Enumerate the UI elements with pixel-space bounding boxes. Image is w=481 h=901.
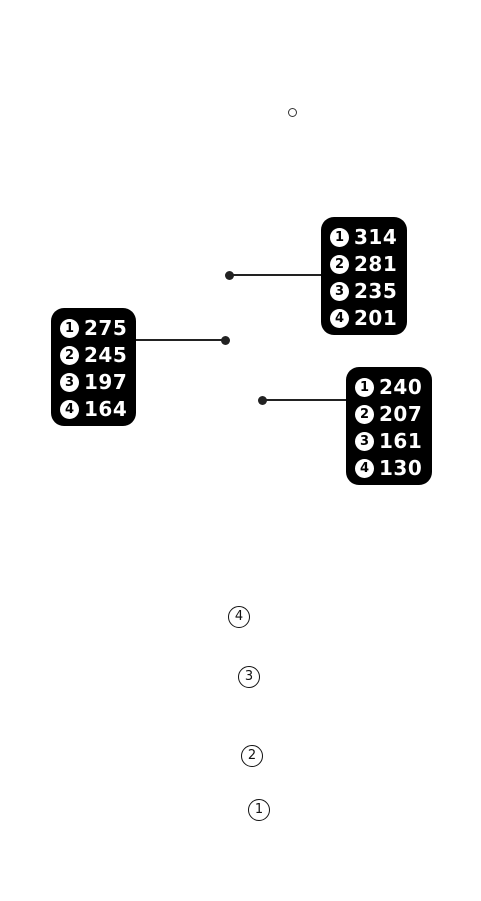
leader-line-lower-right [262, 399, 348, 401]
number-badge: 4 [60, 400, 79, 419]
number-badge: 1 [60, 319, 79, 338]
leader-line-left [133, 339, 226, 341]
count-value: 235 [354, 279, 398, 303]
count-value: 275 [84, 316, 128, 340]
origin-point-icon [288, 108, 297, 117]
callout-row: 3 197 [60, 369, 127, 396]
callout-row: 1 314 [330, 224, 398, 251]
number-badge: 2 [60, 346, 79, 365]
number-badge: 3 [330, 282, 349, 301]
level-marker-3-icon[interactable]: 3 [238, 666, 260, 688]
callout-upper-right[interactable]: 1 314 2 281 3 235 4 201 [321, 217, 407, 335]
count-value: 197 [84, 370, 128, 394]
count-value: 240 [379, 375, 423, 399]
callout-row: 2 281 [330, 251, 398, 278]
callout-row: 4 164 [60, 396, 127, 423]
number-badge: 3 [355, 432, 374, 451]
callout-lower-right[interactable]: 1 240 2 207 3 161 4 130 [346, 367, 432, 485]
count-value: 201 [354, 306, 398, 330]
anchor-dot-upper-right [225, 271, 234, 280]
leader-line-upper-right [229, 274, 323, 276]
level-marker-4-icon[interactable]: 4 [228, 606, 250, 628]
anchor-dot-lower-right [258, 396, 267, 405]
callout-row: 2 245 [60, 342, 127, 369]
count-value: 164 [84, 397, 128, 421]
callout-row: 1 240 [355, 374, 423, 401]
number-badge: 1 [355, 378, 374, 397]
count-value: 314 [354, 225, 398, 249]
count-value: 130 [379, 456, 423, 480]
number-badge: 1 [330, 228, 349, 247]
callout-row: 4 130 [355, 455, 423, 482]
callout-row: 1 275 [60, 315, 127, 342]
number-badge: 2 [330, 255, 349, 274]
count-value: 161 [379, 429, 423, 453]
callout-row: 3 235 [330, 278, 398, 305]
level-marker-1-icon[interactable]: 1 [248, 799, 270, 821]
callout-row: 2 207 [355, 401, 423, 428]
anchor-dot-left [221, 336, 230, 345]
number-badge: 2 [355, 405, 374, 424]
number-badge: 3 [60, 373, 79, 392]
level-marker-2-icon[interactable]: 2 [241, 745, 263, 767]
count-value: 207 [379, 402, 423, 426]
number-badge: 4 [330, 309, 349, 328]
callout-left[interactable]: 1 275 2 245 3 197 4 164 [51, 308, 136, 426]
callout-row: 4 201 [330, 305, 398, 332]
count-value: 245 [84, 343, 128, 367]
count-value: 281 [354, 252, 398, 276]
number-badge: 4 [355, 459, 374, 478]
callout-row: 3 161 [355, 428, 423, 455]
